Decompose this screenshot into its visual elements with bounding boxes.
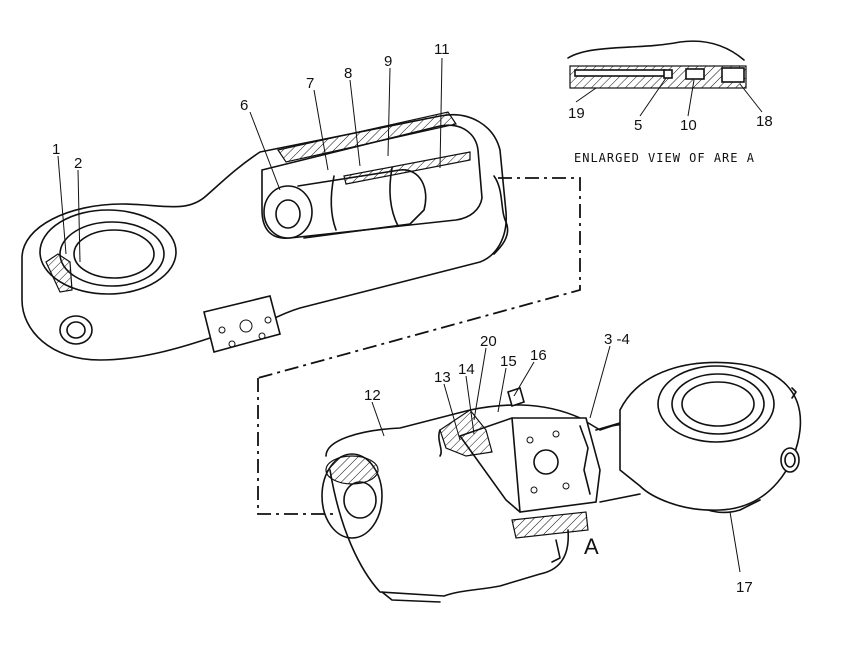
callout-9: 9 [384, 53, 392, 70]
callout-10: 10 [680, 117, 697, 134]
enlarged-view-caption: ENLARGED VIEW OF ARE A [574, 151, 755, 165]
callout-16: 16 [530, 347, 547, 364]
callout-5: 5 [634, 117, 642, 134]
callout-12: 12 [364, 387, 381, 404]
callout-3-4: 3 -4 [604, 331, 630, 348]
callout-11: 11 [434, 41, 450, 58]
lower-cylinder-body [321, 361, 802, 603]
detail-marker-a: A [584, 534, 599, 559]
callout-18: 18 [756, 113, 773, 130]
callout-17: 17 [736, 579, 753, 596]
callout-19: 19 [568, 105, 585, 122]
callout-8: 8 [344, 65, 352, 82]
callout-2: 2 [74, 155, 82, 172]
callout-labels: 1 2 6 7 8 9 11 19 5 10 18 12 13 14 20 15… [52, 41, 773, 596]
connection-line-upper [257, 177, 581, 379]
callout-15: 15 [500, 353, 517, 370]
callout-7: 7 [306, 75, 314, 92]
callout-1: 1 [52, 141, 60, 158]
connection-line-lower [257, 378, 334, 515]
callout-20: 20 [480, 333, 497, 350]
callout-6: 6 [240, 97, 248, 114]
upper-cylinder-body [21, 111, 509, 361]
callout-13: 13 [434, 369, 451, 386]
leader-lines [57, 57, 763, 573]
callout-14: 14 [458, 361, 475, 378]
enlarged-view-inset [567, 40, 747, 89]
